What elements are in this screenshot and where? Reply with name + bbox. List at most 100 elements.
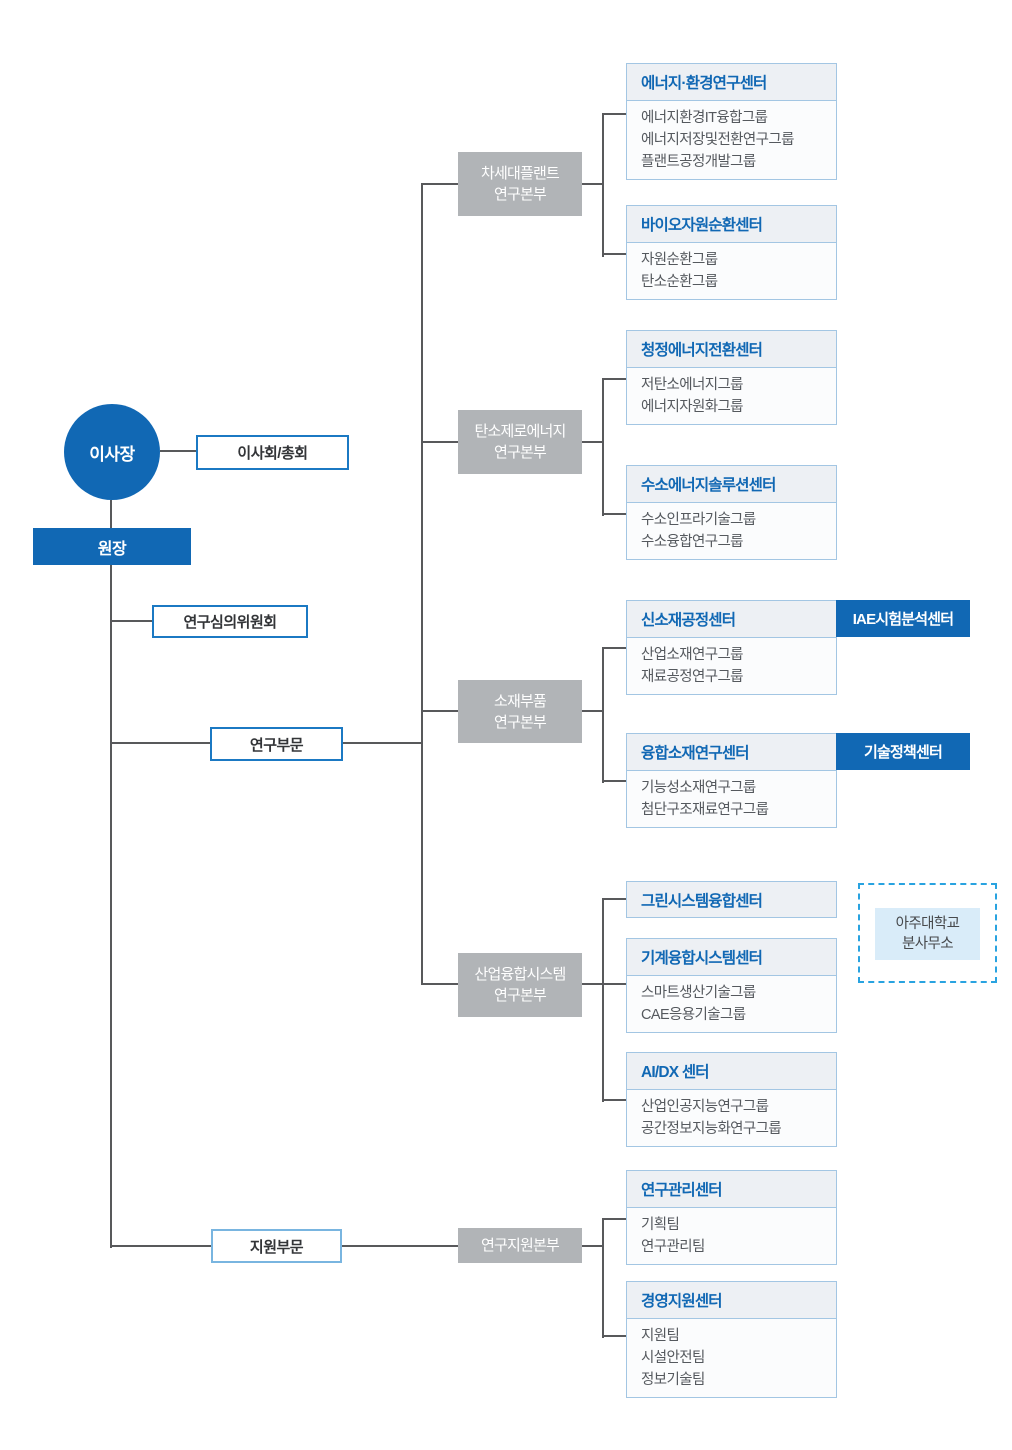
group-item: 정보기술팀	[641, 1372, 705, 1388]
connector-line	[602, 780, 627, 782]
connector-line	[582, 441, 604, 443]
center-title: 에너지·환경연구센터	[627, 64, 836, 101]
group-item: 산업인공지능연구그룹	[641, 1099, 769, 1115]
side-tab-label: 기술정책센터	[863, 744, 943, 761]
connector-line	[602, 1335, 627, 1337]
center-bio-resource-circulation: 바이오자원순환센터 자원순환그룹 탄소순환그룹	[626, 205, 837, 300]
center-title: 그린시스템융합센터	[627, 882, 836, 917]
connector-line	[602, 513, 627, 515]
connector-line	[602, 898, 627, 900]
connector-line	[602, 1099, 627, 1101]
center-groups: 지원팀 시설안전팀 정보기술팀	[627, 1319, 836, 1397]
center-ai-dx: AI/DX 센터 산업인공지능연구그룹 공간정보지능화연구그룹	[626, 1052, 837, 1147]
group-item: 연구관리팀	[641, 1239, 705, 1255]
group-item: 에너지저장및전환연구그룹	[641, 132, 794, 148]
group-item: 에너지환경IT융합그룹	[641, 110, 768, 126]
group-item: 스마트생산기술그룹	[641, 985, 756, 1001]
connector-line	[602, 113, 604, 257]
committee-node: 연구심의위원회	[152, 605, 308, 638]
group-item: 자원순환그룹	[641, 252, 718, 268]
group-item: 지원팀	[641, 1328, 680, 1344]
connector-line	[111, 1245, 211, 1247]
connector-line	[110, 565, 112, 1248]
group-item: 플랜트공정개발그룹	[641, 154, 756, 170]
research-division-node: 연구부문	[210, 727, 343, 761]
connector-line	[342, 1245, 458, 1247]
hq-label-line: 연구본부	[493, 987, 547, 1004]
center-title: 경영지원센터	[627, 1282, 836, 1319]
chairman-node: 이사장	[64, 404, 160, 500]
center-new-materials-process: 신소재공정센터 산업소재연구그룹 재료공정연구그룹	[626, 600, 837, 695]
center-iae-test-analysis: IAE시험분석센터	[836, 600, 970, 637]
center-title: 수소에너지솔루션센터	[627, 466, 836, 503]
hq-label-line: 연구지원본부	[480, 1237, 560, 1254]
board-node: 이사회/총회	[196, 435, 349, 470]
group-item: 첨단구조재료연구그룹	[641, 802, 769, 818]
group-item: 기능성소재연구그룹	[641, 780, 756, 796]
president-label: 원장	[97, 540, 127, 558]
connector-line	[602, 253, 627, 255]
connector-line	[111, 742, 210, 744]
hq-label-line: 연구본부	[493, 444, 547, 461]
center-title: 바이오자원순환센터	[627, 206, 836, 243]
hq-label-line: 연구본부	[493, 186, 547, 203]
center-research-management: 연구관리센터 기획팀 연구관리팀	[626, 1170, 837, 1265]
connector-line	[423, 710, 458, 712]
hq-materials-parts: 소재부품 연구본부	[458, 680, 582, 743]
connector-line	[111, 620, 152, 622]
connector-line	[582, 710, 604, 712]
connector-line	[602, 378, 604, 516]
hq-label-line: 탄소제로에너지	[474, 423, 566, 440]
research-division-label: 연구부문	[249, 736, 304, 754]
connector-line	[602, 1218, 627, 1220]
center-groups: 자원순환그룹 탄소순환그룹	[627, 243, 836, 299]
group-item: 에너지자원화그룹	[641, 399, 744, 415]
center-title: 기계융합시스템센터	[627, 939, 836, 976]
hq-next-gen-plant: 차세대플랜트 연구본부	[458, 152, 582, 216]
connector-line	[582, 1245, 604, 1247]
center-groups: 산업인공지능연구그룹 공간정보지능화연구그룹	[627, 1090, 836, 1146]
center-groups: 산업소재연구그룹 재료공정연구그룹	[627, 638, 836, 694]
connector-line	[602, 647, 604, 783]
connector-line	[421, 183, 423, 985]
connector-line	[602, 898, 604, 1102]
center-groups: 에너지환경IT융합그룹 에너지저장및전환연구그룹 플랜트공정개발그룹	[627, 101, 836, 179]
group-item: 탄소순환그룹	[641, 274, 718, 290]
group-item: 수소인프라기술그룹	[641, 512, 756, 528]
center-management-support: 경영지원센터 지원팀 시설안전팀 정보기술팀	[626, 1281, 837, 1398]
group-item: 기획팀	[641, 1217, 680, 1233]
group-item: CAE응용기술그룹	[641, 1007, 746, 1023]
center-clean-energy-conversion: 청정에너지전환센터 저탄소에너지그룹 에너지자원화그룹	[626, 330, 837, 425]
center-groups: 저탄소에너지그룹 에너지자원화그룹	[627, 368, 836, 424]
hq-label-line: 소재부품	[493, 692, 547, 710]
center-groups: 기획팀 연구관리팀	[627, 1208, 836, 1264]
connector-line	[602, 647, 627, 649]
support-division-node: 지원부문	[211, 1229, 342, 1263]
board-label: 이사회/총회	[237, 445, 308, 462]
connector-line	[582, 983, 627, 985]
center-machine-convergence-system: 기계융합시스템센터 스마트생산기술그룹 CAE응용기술그룹	[626, 938, 837, 1033]
connector-line	[423, 983, 458, 985]
hq-carbon-zero-energy: 탄소제로에너지 연구본부	[458, 410, 582, 474]
center-hydrogen-energy-solution: 수소에너지솔루션센터 수소인프라기술그룹 수소융합연구그룹	[626, 465, 837, 560]
connector-line	[343, 742, 423, 744]
center-convergence-materials: 융합소재연구센터 기능성소재연구그룹 첨단구조재료연구그룹	[626, 733, 837, 828]
branch-office-label-line: 아주대학교	[895, 916, 960, 932]
hq-research-support: 연구지원본부	[458, 1228, 582, 1263]
connector-line	[602, 113, 627, 115]
group-item: 재료공정연구그룹	[641, 669, 744, 685]
connector-line	[423, 183, 458, 185]
president-node: 원장	[33, 528, 191, 565]
group-item: 시설안전팀	[641, 1350, 705, 1366]
group-item: 산업소재연구그룹	[641, 647, 744, 663]
center-title: 연구관리센터	[627, 1171, 836, 1208]
hq-label-line: 차세대플랜트	[480, 165, 560, 182]
center-energy-environment: 에너지·환경연구센터 에너지환경IT융합그룹 에너지저장및전환연구그룹 플랜트공…	[626, 63, 837, 180]
center-groups: 기능성소재연구그룹 첨단구조재료연구그룹	[627, 771, 836, 827]
hq-label-line: 연구본부	[493, 713, 547, 731]
branch-office-ajou: 아주대학교 분사무소	[875, 908, 980, 960]
center-title: 융합소재연구센터	[627, 734, 836, 771]
group-item: 저탄소에너지그룹	[641, 377, 744, 393]
center-title: 청정에너지전환센터	[627, 331, 836, 368]
